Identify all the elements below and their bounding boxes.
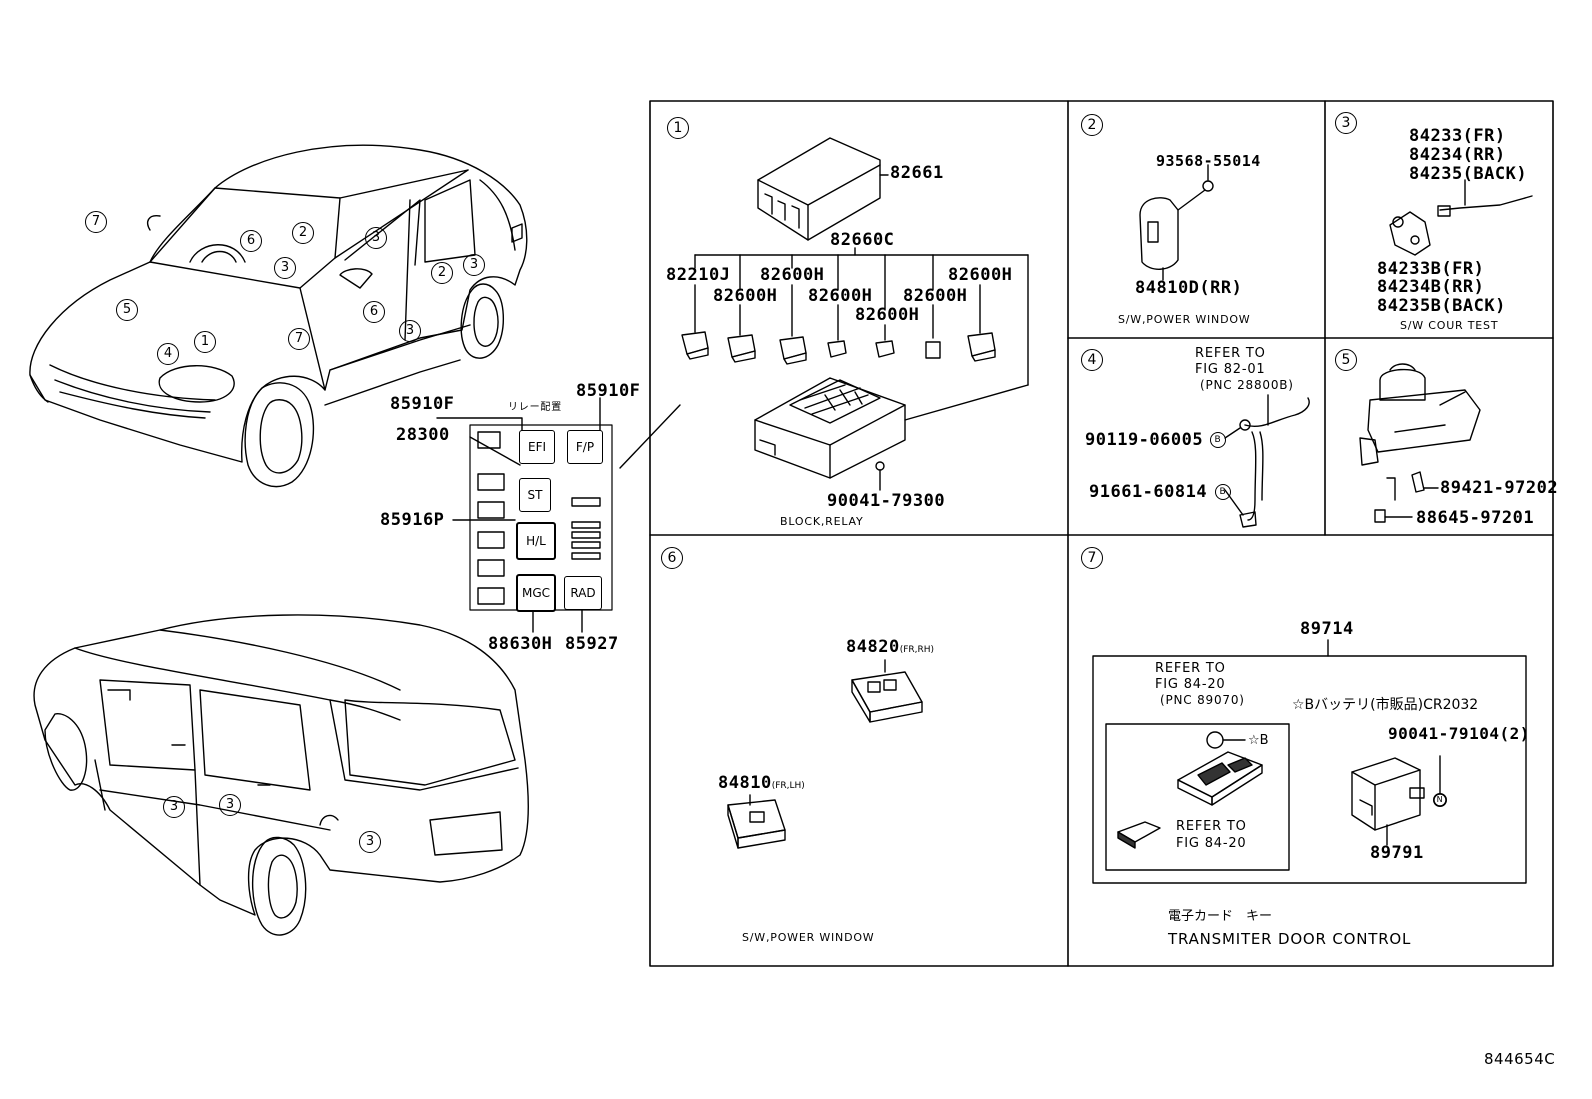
callout-marker[interactable]: 7 [85,211,107,233]
part-number-relay[interactable]: 82210J [666,265,731,285]
part-number-switch[interactable]: 88645-97201 [1416,508,1535,528]
part-number-sensor[interactable]: 84233(FR) [1409,126,1506,146]
panel2-drawing [1139,164,1214,281]
part-number-group[interactable]: 82660C [830,230,895,250]
refer-note[interactable]: FIG 84-20 [1176,836,1247,851]
part-number-relay[interactable]: 82600H [713,286,778,306]
callout-marker[interactable]: 3 [163,796,185,818]
callout-marker[interactable]: 6 [240,230,262,252]
panel-caption-jp: 電子カード キー [1168,909,1273,924]
part-number-unit[interactable]: 89791 [1370,843,1424,863]
part-number-sensor-b[interactable]: 84235B(BACK) [1377,296,1506,316]
panel-number: 6 [661,547,683,569]
rear-car-drawing [33,614,529,936]
callout-marker[interactable]: 1 [194,331,216,353]
part-number-screw[interactable]: 90041-79104(2) [1388,724,1530,743]
part-number-switch-lh[interactable]: 84810(FR,LH) [718,775,805,792]
refer-note: REFER TO [1176,819,1247,834]
callout-marker[interactable]: 3 [463,254,485,276]
part-number-relay[interactable]: 82600H [948,265,1013,285]
relay-slot-hl[interactable]: H/L [516,522,556,560]
part-number-rad[interactable]: 85927 [565,634,619,654]
panel7-drawing [1092,639,1527,884]
refer-note: (PNC 89070) [1160,693,1245,707]
panel-caption: BLOCK,RELAY [780,515,864,528]
panel-caption: TRANSMITER DOOR CONTROL [1168,930,1412,948]
part-number-relay[interactable]: 82600H [903,286,968,306]
part-number-hl[interactable]: 85916P [380,510,445,530]
part-number-efi[interactable]: 85910F [390,394,455,414]
battery-marker: ☆B [1248,733,1269,748]
part-number-sensor-b[interactable]: 84233B(FR) [1377,259,1485,279]
callout-marker[interactable]: 3 [359,831,381,853]
panel-number: 4 [1081,349,1103,371]
part-number-relay[interactable]: 82600H [808,286,873,306]
callout-marker[interactable]: 2 [292,222,314,244]
callout-marker[interactable]: 4 [157,343,179,365]
panel6-drawing [727,659,923,849]
battery-note: ☆Bバッテリ(市販品)CR2032 [1292,697,1479,713]
refer-note: REFER TO [1195,346,1266,361]
part-number-bolt[interactable]: 90119-06005 [1085,430,1204,450]
part-number-bolt[interactable]: 91661-60814 [1089,482,1208,502]
front-car-drawing [29,144,528,488]
relay-slot-fp[interactable]: F/P [567,430,603,464]
relay-block-title: リレー配置 [508,402,562,413]
refer-note: (PNC 28800B) [1200,378,1294,392]
panel-caption: S/W,POWER WINDOW [742,931,875,944]
panel-number: 1 [667,117,689,139]
part-number-sensor[interactable]: 84234(RR) [1409,145,1506,165]
callout-marker[interactable]: 3 [219,794,241,816]
part-number-relay[interactable]: 82600H [760,265,825,285]
panel1-drawing [681,137,1029,491]
part-note: (FR,LH) [771,781,805,791]
relay-slot-efi[interactable]: EFI [519,430,555,464]
callout-marker[interactable]: 3 [274,257,296,279]
part-number-switch[interactable]: 84810D(RR) [1135,278,1243,298]
panel-number: 2 [1081,114,1103,136]
screw-marker-n-icon: N [1433,793,1447,807]
part-number-screw[interactable]: 90041-79300 [827,491,946,511]
part-number-fp[interactable]: 85910F [576,381,641,401]
part-number-switch-rh[interactable]: 84820(FR,RH) [846,639,934,656]
part-number-relay[interactable]: 82600H [855,305,920,325]
callout-marker[interactable]: 5 [116,299,138,321]
relay-slot-rad[interactable]: RAD [564,576,602,610]
part-number-mgc[interactable]: 88630H [488,634,553,654]
part-number-assembly[interactable]: 89714 [1300,619,1354,639]
relay-slot-mgc[interactable]: MGC [516,574,556,612]
part-number-switch[interactable]: 89421-97202 [1440,478,1559,498]
part-number-st[interactable]: 28300 [396,425,450,445]
relay-slot-st[interactable]: ST [519,478,551,512]
panel4-drawing [1224,394,1310,528]
panel3-drawing [1389,179,1533,256]
panel-caption: S/W,POWER WINDOW [1118,313,1251,326]
panel-caption: S/W COUR TEST [1400,319,1499,332]
part-note: (FR,RH) [899,645,935,655]
panel-number: 5 [1335,349,1357,371]
relay-block-drawing [436,397,681,633]
part-number-cover[interactable]: 82661 [890,163,944,183]
callout-marker[interactable]: 7 [288,328,310,350]
callout-marker[interactable]: 3 [365,227,387,249]
panel5-drawing [1359,363,1481,523]
diagram-id: 844654C [1484,1050,1556,1068]
refer-note: REFER TO [1155,661,1226,676]
refer-note[interactable]: FIG 82-01 [1195,362,1266,377]
panel-number: 3 [1335,112,1357,134]
panel-grid [649,100,1554,967]
callout-marker[interactable]: 3 [399,320,421,342]
part-number-screw[interactable]: 93568-55014 [1156,152,1261,170]
callout-marker[interactable]: 2 [431,262,453,284]
refer-note[interactable]: FIG 84-20 [1155,677,1226,692]
callout-marker[interactable]: 6 [363,301,385,323]
part-number-sensor[interactable]: 84235(BACK) [1409,164,1528,184]
bolt-marker-b-icon: B [1215,484,1231,500]
part-number: 84810 [718,773,772,793]
bolt-marker-b-icon: B [1210,432,1226,448]
panel-number: 7 [1081,547,1103,569]
part-number: 84820 [846,637,900,657]
part-number-sensor-b[interactable]: 84234B(RR) [1377,277,1485,297]
